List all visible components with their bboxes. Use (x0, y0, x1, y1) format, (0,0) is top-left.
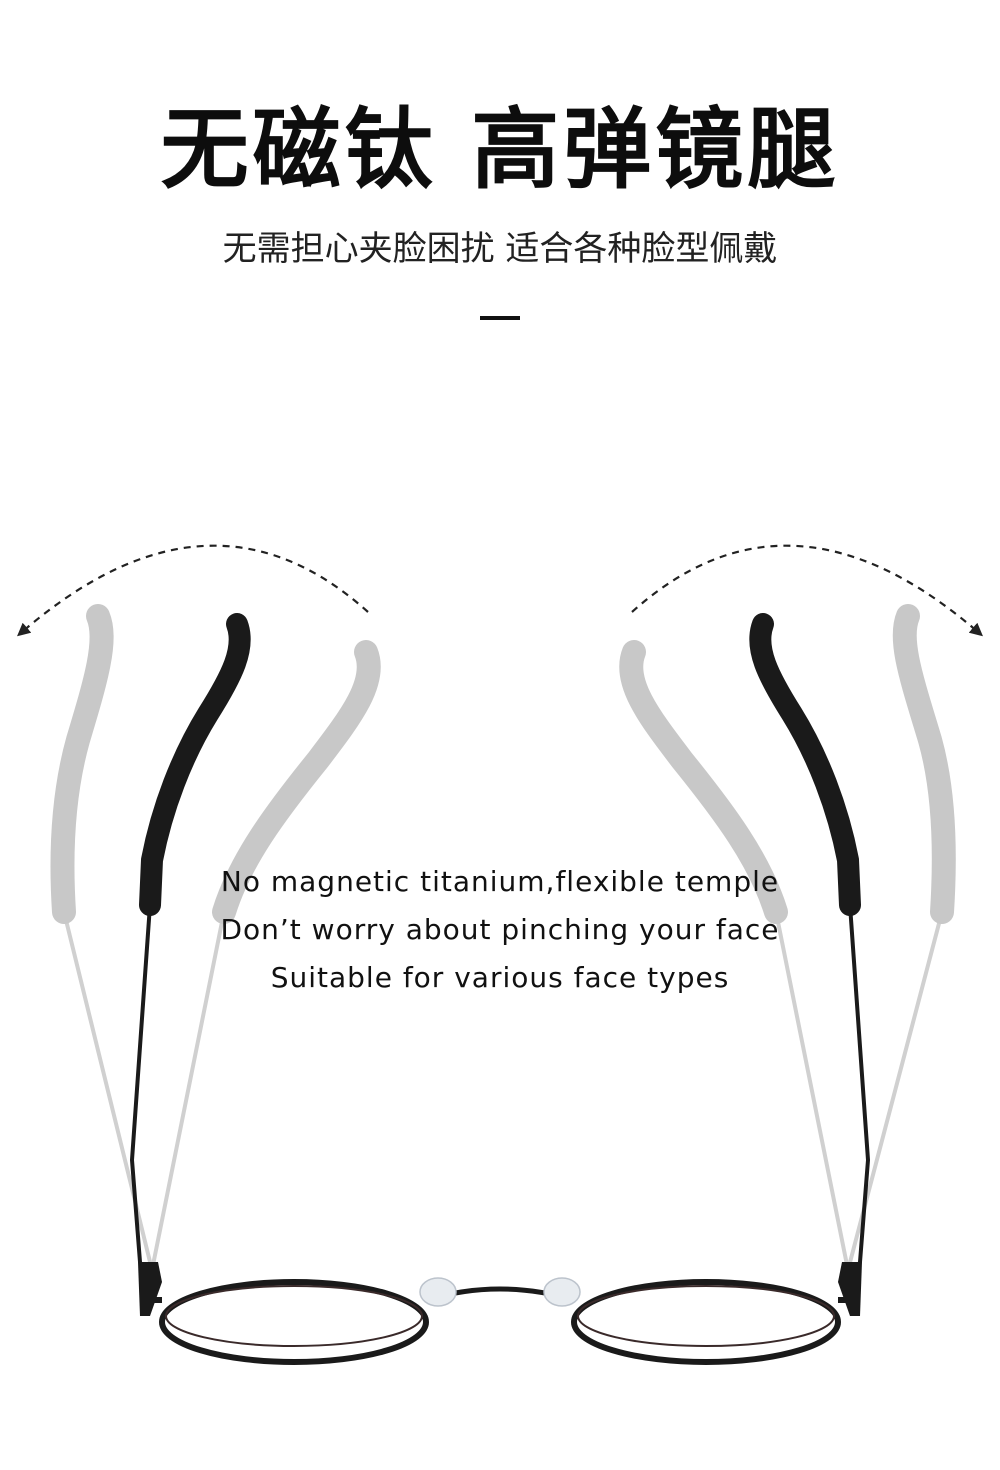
glasses-illustration (16, 544, 984, 1365)
nose-pads (419, 1277, 581, 1307)
feature-line-2: Don’t worry about pinching your face (220, 913, 780, 946)
divider (480, 316, 520, 320)
hinges (138, 1262, 862, 1316)
right-ghost-temples (619, 604, 956, 1271)
left-ghost-temples (50, 604, 381, 1271)
headline: 无磁钛 高弹镜腿 (160, 98, 840, 201)
right-arrow-icon (631, 544, 984, 637)
feature-line-3: Suitable for various face types (270, 961, 730, 994)
subtitle: 无需担心夹脸困扰 适合各种脸型佩戴 (222, 229, 778, 269)
frame (150, 1279, 850, 1365)
left-arrow-icon (16, 544, 369, 637)
feature-text: No magnetic titanium,flexible temple Don… (0, 858, 1000, 1002)
feature-line-1: No magnetic titanium,flexible temple (220, 865, 780, 898)
